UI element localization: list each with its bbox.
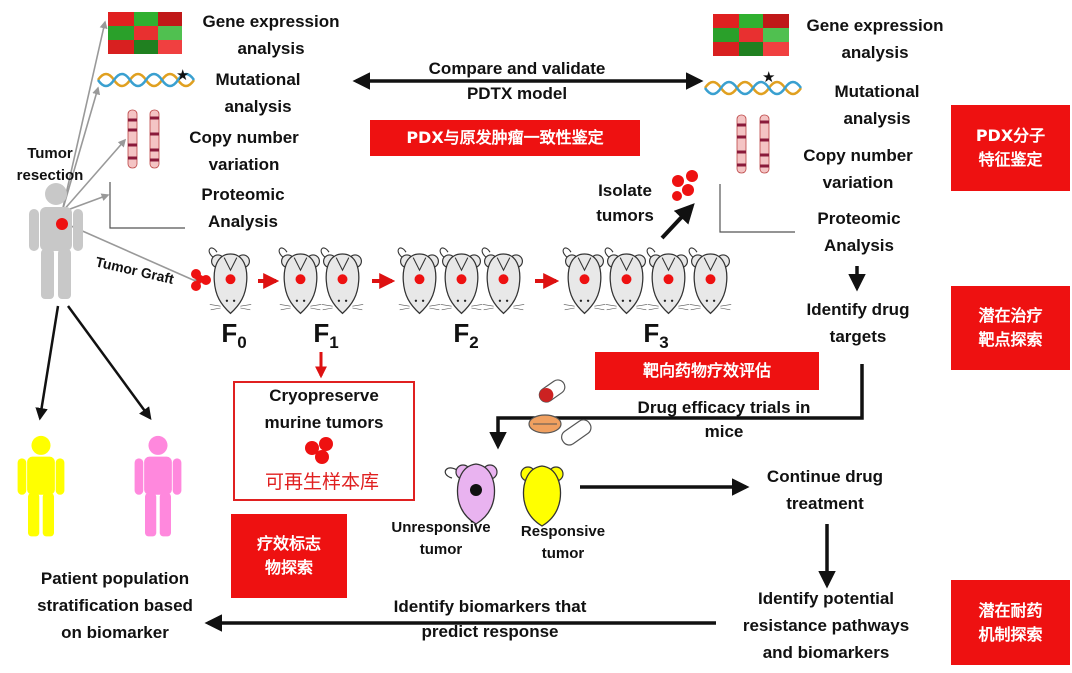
generation-f0-label: F0 — [221, 318, 247, 353]
generation-f1-label: F1 — [313, 318, 339, 353]
tumor-graft-icon — [191, 269, 211, 291]
to-pink-patient-arrow — [66, 305, 152, 421]
yellow-patient-icon — [17, 435, 65, 537]
targets-cn-badge: 潜在治疗 靶点探索 — [951, 286, 1070, 370]
heatmap-right-icon — [713, 14, 789, 56]
continue-treatment-label: Continue drug treatment — [766, 467, 884, 513]
biobank-box — [233, 381, 415, 501]
cryopreserve-label: Cryopreserve murine tumors — [264, 386, 384, 432]
mutational-right-label: Mutational analysis — [834, 82, 920, 128]
resistance-cn-badge: 潜在耐药 机制探索 — [951, 580, 1070, 665]
heatmap-left-icon — [108, 12, 182, 54]
mouse-f2-icon — [439, 247, 483, 315]
pink-patient-icon — [134, 435, 182, 537]
mouse-f3-icon — [604, 247, 648, 315]
mouse-f3-icon — [688, 247, 732, 315]
gene-expression-right-label: Gene expression analysis — [806, 16, 944, 62]
unresponsive-mouse-icon — [444, 463, 498, 525]
drug-trials-label: Drug efficacy trials in mice — [637, 398, 811, 441]
patient-figure-icon — [29, 183, 83, 299]
unresponsive-tumor-label: Unresponsive tumor — [391, 519, 491, 558]
mouse-f1-icon — [278, 247, 322, 315]
copy-number-left-label: Copy number variation — [189, 128, 299, 174]
cryopreserved-cells-icon — [305, 437, 333, 464]
proteomic-right-label: Proteomic Analysis — [817, 209, 901, 255]
gene-expression-left-label: Gene expression analysis — [202, 12, 340, 58]
mouse-f0-icon — [208, 247, 252, 315]
to-yellow-patient-arrow — [35, 305, 60, 421]
chromosome-right-icon — [736, 114, 770, 174]
tumor-resection-label: Tumor resection — [16, 145, 84, 184]
mouse-f1-icon — [320, 247, 364, 315]
svg-text:★: ★ — [176, 67, 189, 84]
compare-validate-label: Compare and validate PDTX model — [428, 59, 606, 103]
to-trials-arrow — [489, 364, 864, 450]
chromosome-left-icon — [127, 109, 160, 169]
isolate-arrow — [660, 203, 695, 240]
mouse-f2-icon — [397, 247, 441, 315]
biobank-cn-label: 可再生样本库 — [265, 471, 380, 493]
mutational-left-label: Mutational analysis — [215, 70, 301, 116]
tumor-icon — [56, 218, 68, 230]
copy-number-right-label: Copy number variation — [803, 146, 913, 192]
proteomic-left-label: Proteomic Analysis — [201, 185, 285, 231]
responsive-tumor-label: Responsive tumor — [520, 523, 606, 562]
pdx-molecular-cn-badge: PDX分子 特征鉴定 — [951, 105, 1070, 191]
dna-left-icon: ★ — [96, 67, 196, 88]
svg-text:★: ★ — [762, 69, 775, 86]
isolated-tumor-cells-icon — [672, 170, 698, 201]
biomarker-predict-label: Identify biomarkers that predict respons… — [393, 597, 587, 641]
mouse-f3-icon — [646, 247, 690, 315]
pdx-consistency-cn-badge: PDX与原发肿瘤一致性鉴定 — [370, 120, 640, 156]
efficacy-cn-badge: 靶向药物疗效评估 — [595, 352, 819, 390]
generation-f3-label: F3 — [643, 318, 669, 353]
pills-icon — [528, 379, 592, 446]
dna-right-icon: ★ — [703, 69, 803, 96]
biomarker-cn-badge: 疗效标志 物探索 — [231, 514, 347, 598]
identify-targets-label: Identify drug targets — [806, 300, 910, 346]
generation-f2-label: F2 — [453, 318, 479, 353]
mouse-f3-icon — [562, 247, 606, 315]
resistance-label: Identify potential resistance pathways a… — [742, 589, 910, 662]
isolate-tumors-label: Isolate tumors — [596, 181, 654, 225]
mouse-f2-icon — [481, 247, 525, 315]
stratification-label: Patient population stratification based … — [37, 569, 193, 642]
responsive-mouse-icon — [520, 465, 564, 527]
proteomic-right-chart-icon — [719, 184, 795, 233]
proteomic-left-chart-icon — [109, 182, 185, 229]
